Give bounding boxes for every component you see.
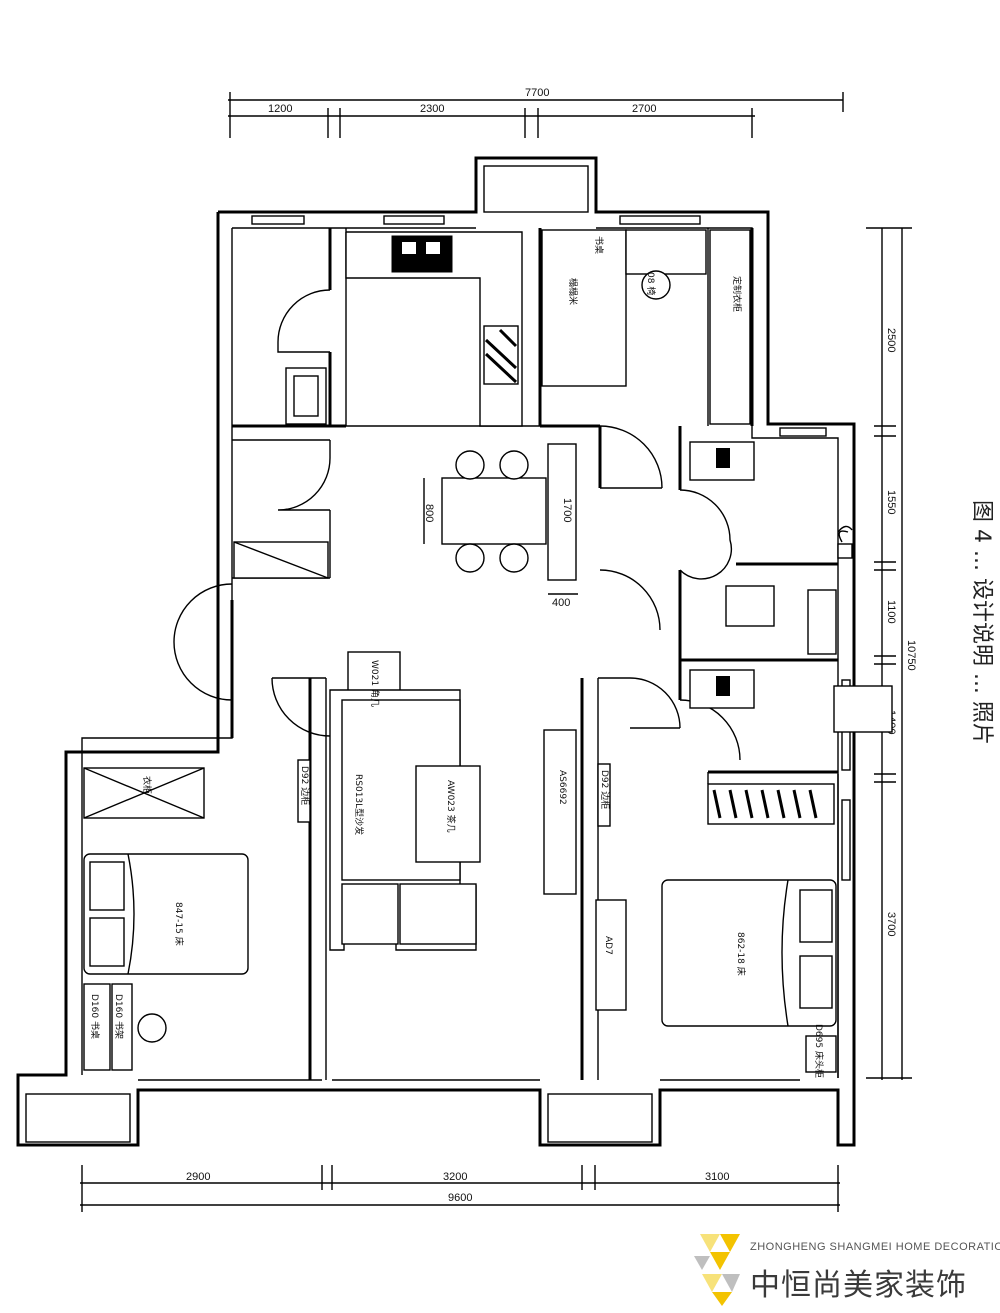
label-bed-left: 847-15 床 xyxy=(173,902,185,946)
right-wardrobe xyxy=(707,783,835,825)
dim-cabinet-depth: 400 xyxy=(552,597,570,609)
dining-chair-icon xyxy=(499,543,529,573)
right-bed xyxy=(661,879,837,1027)
brand-mark-icon xyxy=(694,1234,740,1306)
study-room: 榻榻米 书桌 08 椅 定制衣柜 xyxy=(541,229,751,425)
stove-icon xyxy=(391,235,453,273)
right-side-cabinet xyxy=(597,763,611,827)
left-shelf xyxy=(111,983,133,1071)
left-side-cabinet xyxy=(297,759,311,823)
top-dimension-chain: 7700 1200 2300 2700 xyxy=(228,87,844,138)
dim-top-seg-2: 2300 xyxy=(420,103,444,115)
study-desk xyxy=(625,229,707,275)
brand-name-chinese: 中恒尚美家装饰 xyxy=(750,1268,967,1303)
label-ad7: AD7 xyxy=(603,936,613,955)
door-swings xyxy=(173,289,741,761)
bottom-dimension-chain: 2900 3200 3100 9600 xyxy=(80,1165,840,1212)
living-room: W021 角几 RS013L型沙发 AW023 茶几 AS6692 AD7 xyxy=(329,651,627,1011)
desk-chair-icon xyxy=(137,1013,167,1043)
toilet-icon xyxy=(725,585,775,627)
dining-chair-icon xyxy=(455,543,485,573)
right-dimension-chain: 2500 1550 1100 1400 3700 10750 xyxy=(866,227,917,1080)
bathroom-1 xyxy=(689,441,853,655)
dining-sideboard xyxy=(547,443,577,581)
label-chair-08: 08 椅 xyxy=(645,272,657,295)
storage-room xyxy=(233,367,329,579)
label-bed-right: 862-18 床 xyxy=(735,932,747,976)
label-coffee-table: AW023 茶几 xyxy=(445,780,457,833)
label-sofa: RS013L型沙发 xyxy=(353,774,365,835)
left-bedroom: 衣柜 847-15 床 D160 书桌 D160 书架 D92 边柜 xyxy=(83,759,311,1071)
dim-table-length: 1700 xyxy=(561,498,573,522)
dining-chair-icon xyxy=(455,450,485,480)
plant-icon xyxy=(837,525,853,543)
label-custom-wardrobe: 定制衣柜 xyxy=(731,276,743,312)
label-left-wardrobe: 衣柜 xyxy=(141,776,153,794)
dim-right-seg-2: 1550 xyxy=(885,490,897,514)
dining-table xyxy=(441,477,547,545)
label-tatami: 榻榻米 xyxy=(567,278,579,305)
brand-logo: ZHONGHENG SHANGMEI HOME DECORATION 中恒尚美家… xyxy=(690,1228,1000,1308)
dim-top-total: 7700 xyxy=(525,87,549,99)
dining-chair-icon xyxy=(499,450,529,480)
left-bed xyxy=(83,853,249,975)
dim-bottom-total: 9600 xyxy=(448,1192,472,1204)
kitchen xyxy=(345,231,523,427)
right-nightstand xyxy=(805,1035,837,1073)
dim-right-seg-3: 1100 xyxy=(885,600,897,624)
label-cabinet-left: D92 边柜 xyxy=(299,766,311,805)
label-corner-table: W021 角几 xyxy=(369,660,381,707)
coffee-table xyxy=(415,765,481,863)
label-desk-left: D160 书桌 xyxy=(89,994,101,1039)
brand-name-english: ZHONGHENG SHANGMEI HOME DECORATION xyxy=(750,1241,1000,1253)
dim-bottom-seg-2: 3200 xyxy=(443,1171,467,1183)
side-note: 图 4 ... 设计说明 ... 照片 xyxy=(972,500,1000,800)
dim-right-total: 10750 xyxy=(905,640,917,671)
tatami-platform xyxy=(541,229,627,387)
bathroom-2 xyxy=(689,669,893,733)
dim-table-width: 800 xyxy=(423,504,435,522)
dim-right-seg-5: 3700 xyxy=(885,912,897,936)
dining-area: 800 1700 400 xyxy=(423,443,578,609)
dim-top-seg-3: 2700 xyxy=(632,103,656,115)
label-nightstand-right: D695 床头柜 xyxy=(813,1024,825,1078)
side-note-text: 图 4 ... 设计说明 ... 照片 xyxy=(972,500,994,745)
dim-bottom-seg-3: 3100 xyxy=(705,1171,729,1183)
left-desk xyxy=(83,983,111,1071)
dim-right-seg-1: 2500 xyxy=(885,328,897,352)
ad7-cabinet xyxy=(595,899,627,1011)
study-chair-icon xyxy=(641,270,671,300)
right-bedroom: 862-18 床 D695 床头柜 D92 边柜 xyxy=(597,763,837,1078)
label-tv-cabinet: AS6692 xyxy=(557,770,567,805)
dim-bottom-seg-1: 2900 xyxy=(186,1171,210,1183)
tv-cabinet xyxy=(543,729,577,895)
custom-wardrobe xyxy=(709,229,751,425)
label-cabinet-right: D92 边柜 xyxy=(599,770,611,809)
label-study-desk: 书桌 xyxy=(593,236,605,254)
interior-walls xyxy=(230,228,839,1080)
dim-top-seg-1: 1200 xyxy=(268,103,292,115)
label-desk-chair-left: D160 书架 xyxy=(113,994,124,1039)
exterior-walls xyxy=(16,156,856,1147)
toilet-icon xyxy=(833,685,893,733)
